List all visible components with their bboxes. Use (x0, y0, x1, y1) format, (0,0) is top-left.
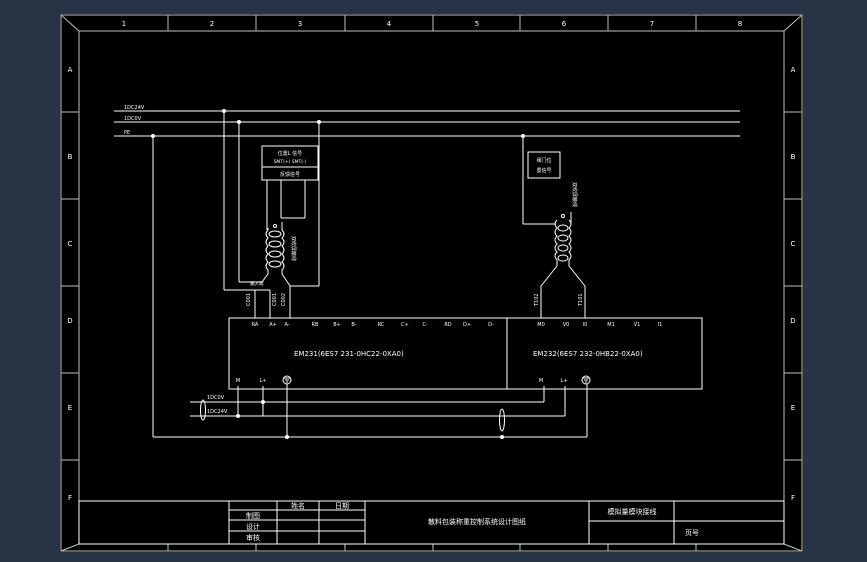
row-label: D (67, 317, 72, 325)
row-label: C (791, 240, 796, 248)
col-label: 6 (562, 20, 567, 28)
bus-0v-label: 1DC0V (124, 116, 142, 122)
col-label: 2 (210, 20, 214, 28)
em231-terminal: A+ (269, 322, 277, 328)
row-label: C (68, 240, 73, 248)
title-block: 姓名 日期 制图 设计 审核 散料包装称重控制系统设计图纸 模拟量模块接线 页号 (78, 500, 785, 545)
em231-terminal: B+ (333, 322, 341, 328)
page-number-label: 页号 (685, 529, 699, 537)
right-cable-label: 双绞屏蔽线 (571, 182, 578, 207)
row-label: A (791, 66, 796, 74)
row-label: B (68, 153, 73, 161)
cable-break-mark (499, 408, 505, 432)
em231-power-l: L+ (260, 378, 267, 384)
cable-break-mark (200, 399, 206, 421)
right-sensor-wiring: 阀门位 置信号 双绞屏蔽线 T102 T101 (521, 134, 586, 318)
left-cable-label: 双绞屏蔽线 (290, 236, 297, 261)
em231-terminal: A- (284, 322, 289, 328)
row-label: F (791, 494, 795, 502)
em231-terminal: D- (488, 322, 494, 328)
em231-terminal: RC (378, 322, 385, 328)
em231-terminal: RD (444, 322, 451, 328)
row-label: D (790, 317, 795, 325)
col-label: 7 (650, 20, 654, 28)
col-label: 3 (298, 20, 302, 28)
title-col-date: 日期 (335, 502, 349, 510)
row-label: E (791, 404, 795, 412)
col-label: 5 (475, 20, 479, 28)
em231-terminal: RA (252, 322, 259, 328)
right-terminal-label: T101 (578, 293, 584, 307)
em232-name: EM232(6ES7 232-0HB22-0XA0) (533, 350, 643, 358)
col-label: 4 (387, 20, 392, 28)
em231-terminal: C+ (401, 322, 409, 328)
title-row-design: 设计 (246, 522, 260, 531)
left-sensor-text: SMT(+) SMT(-) (274, 159, 307, 165)
em231-power-m: M (236, 378, 240, 384)
left-sensor-wiring: 位置L 信号 SMT(+) SMT(-) 反馈信号 双绞屏蔽线 输入端 C001… (151, 109, 321, 437)
module-power-wiring: 1DC0V 1DC24V (153, 384, 588, 439)
bottom-24v-label: 1DC24V (207, 409, 228, 415)
em231-terminal: B- (351, 322, 356, 328)
bus-pe-label: PE (124, 130, 130, 136)
left-terminal-label: C001 (272, 293, 278, 306)
em231-terminal: D+ (463, 322, 471, 328)
title-row-draw: 制图 (246, 511, 260, 520)
title-row-review: 审核 (246, 533, 260, 542)
em232-terminal: V0 (563, 322, 570, 328)
col-label: 1 (122, 20, 126, 28)
left-terminal-label: C001 (246, 293, 252, 306)
left-terminal-label: C002 (281, 293, 287, 306)
left-sensor-box (261, 145, 319, 181)
em232-power-m: M (539, 378, 543, 384)
ground-terminal-icon (581, 375, 591, 385)
em232-terminal: M0 (537, 322, 545, 328)
bus-24v-label: 1DC24V (124, 105, 145, 111)
right-sensor-text: 阀门位 (536, 157, 551, 164)
right-sensor-text: 置信号 (536, 167, 551, 174)
bottom-0v-label: 1DC0V (207, 395, 225, 401)
right-sensor-box (527, 151, 561, 179)
sheet-name: 模拟量模块接线 (608, 507, 657, 516)
left-sensor-text: 位置L 信号 (278, 150, 302, 157)
row-label: F (68, 494, 72, 502)
right-terminal-label: T102 (534, 293, 540, 307)
title-col-name: 姓名 (291, 501, 305, 510)
module-em232 (506, 317, 703, 390)
drawing-sheet (60, 14, 803, 552)
left-sensor-text: 反馈信号 (280, 171, 300, 178)
left-shield-cable-icon (265, 222, 285, 274)
em232-terminal: I1 (658, 322, 663, 328)
power-buses: 1DC24V 1DC0V PE (114, 105, 740, 137)
em231-terminal: C- (422, 322, 427, 328)
em232-terminal: V1 (634, 322, 641, 328)
em231-name: EM231(6ES7 231-0HC22-0XA0) (294, 350, 404, 358)
row-label: E (68, 404, 72, 412)
em232-terminal: M1 (607, 322, 615, 328)
left-wire-label: 输入端 (250, 280, 264, 287)
em232-power-l: L+ (561, 378, 568, 384)
row-label: A (68, 66, 73, 74)
plc-modules: RA A+ A- RB B+ B- RC C+ C- RD D+ D- M0 V… (228, 317, 703, 390)
right-shield-cable-icon (554, 214, 572, 266)
row-label: B (791, 153, 796, 161)
em232-terminal: I0 (583, 322, 588, 328)
drawing-title: 散料包装称重控制系统设计图纸 (428, 517, 526, 526)
col-label: 8 (738, 20, 742, 28)
em231-terminal: RB (312, 322, 319, 328)
